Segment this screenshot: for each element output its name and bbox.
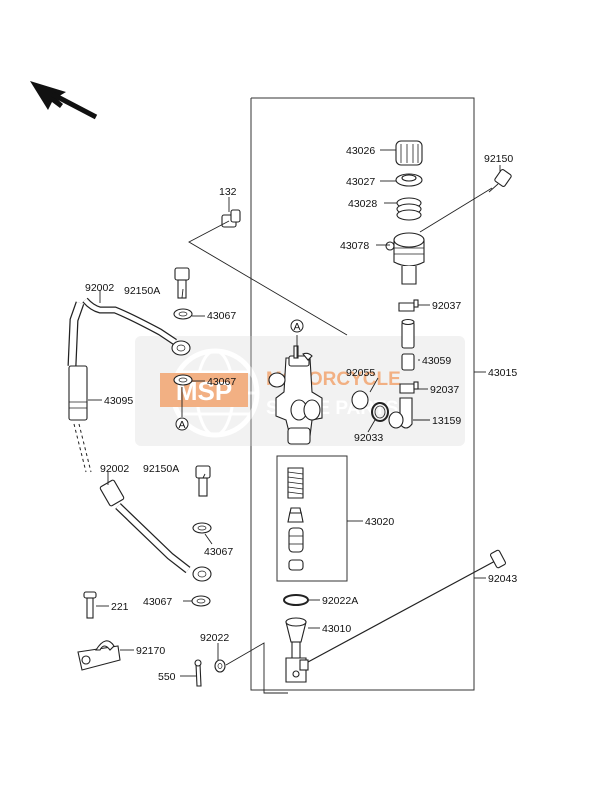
label-92055[interactable]: 92055 [346, 367, 375, 379]
label-43095[interactable]: 43095 [104, 395, 133, 407]
push-rod [285, 617, 309, 683]
label-92037-lower[interactable]: 92037 [430, 384, 459, 396]
banjo-bolt-lower [195, 465, 211, 497]
label-92002-lower[interactable]: 92002 [100, 463, 129, 475]
gasket-3 [192, 522, 212, 534]
gasket-2 [173, 374, 193, 386]
clamp-screw [83, 591, 97, 619]
label-43026[interactable]: 43026 [346, 145, 375, 157]
leader-lines [88, 149, 501, 677]
reservoir-plate [395, 173, 423, 187]
label-92037-upper[interactable]: 92037 [432, 300, 461, 312]
brake-hose [67, 297, 212, 582]
ref-marker-a-upper: A [290, 319, 304, 333]
label-92150[interactable]: 92150 [484, 153, 513, 165]
washer-92022 [214, 659, 226, 673]
ref-marker-a-upper-label: A [293, 321, 300, 333]
label-92150a-upper[interactable]: 92150A [124, 285, 160, 297]
piston-kit [287, 467, 304, 571]
label-92002-upper[interactable]: 92002 [85, 282, 114, 294]
hose-clamp-upper [398, 299, 419, 312]
label-43078[interactable]: 43078 [340, 240, 369, 252]
reservoir-bolt [488, 169, 512, 193]
ref-marker-a-lower-label: A [178, 419, 185, 431]
reservoir-cap [395, 140, 423, 166]
ref-marker-a-lower: A [175, 387, 189, 431]
reservoir-tank [385, 232, 425, 285]
label-43067-4[interactable]: 43067 [143, 596, 172, 608]
label-221[interactable]: 221 [111, 601, 129, 613]
hose-clamp-lower [399, 381, 419, 394]
label-43015[interactable]: 43015 [488, 367, 517, 379]
o-ring [351, 390, 369, 410]
circlip [371, 402, 389, 422]
label-92022a[interactable]: 92022A [322, 595, 358, 607]
master-cylinder-body [268, 345, 323, 445]
hose-fitting [388, 397, 413, 429]
hose-clamp-bracket [77, 640, 121, 671]
label-92150a-lower[interactable]: 92150A [143, 463, 179, 475]
bleeder-bolt [221, 209, 241, 228]
label-92170[interactable]: 92170 [136, 645, 165, 657]
reservoir-hose [401, 318, 415, 371]
cotter-pin [194, 659, 202, 687]
label-43020[interactable]: 43020 [365, 516, 394, 528]
label-43067-1[interactable]: 43067 [207, 310, 236, 322]
direction-arrow-icon [30, 81, 98, 120]
reservoir-diaphragm [396, 197, 422, 221]
pushrod-link [307, 549, 507, 663]
label-13159[interactable]: 13159 [432, 415, 461, 427]
label-92022[interactable]: 92022 [200, 632, 229, 644]
piston-kit-box [276, 455, 348, 582]
banjo-bolt-upper [174, 267, 190, 299]
label-92033[interactable]: 92033 [354, 432, 383, 444]
label-43059[interactable]: 43059 [422, 355, 451, 367]
gasket-4 [191, 595, 211, 607]
label-550[interactable]: 550 [158, 671, 176, 683]
label-43010[interactable]: 43010 [322, 623, 351, 635]
label-43067-3[interactable]: 43067 [204, 546, 233, 558]
label-43067-2[interactable]: 43067 [207, 376, 236, 388]
assembly-frame [250, 97, 475, 691]
label-92043[interactable]: 92043 [488, 573, 517, 585]
label-132[interactable]: 132 [219, 186, 237, 198]
label-43028[interactable]: 43028 [348, 198, 377, 210]
part-labels: 43026 43027 43028 43078 92150 132 92037 … [85, 145, 517, 683]
gasket-1 [173, 308, 193, 320]
label-43027[interactable]: 43027 [346, 176, 375, 188]
circlip-92022a [283, 594, 309, 606]
